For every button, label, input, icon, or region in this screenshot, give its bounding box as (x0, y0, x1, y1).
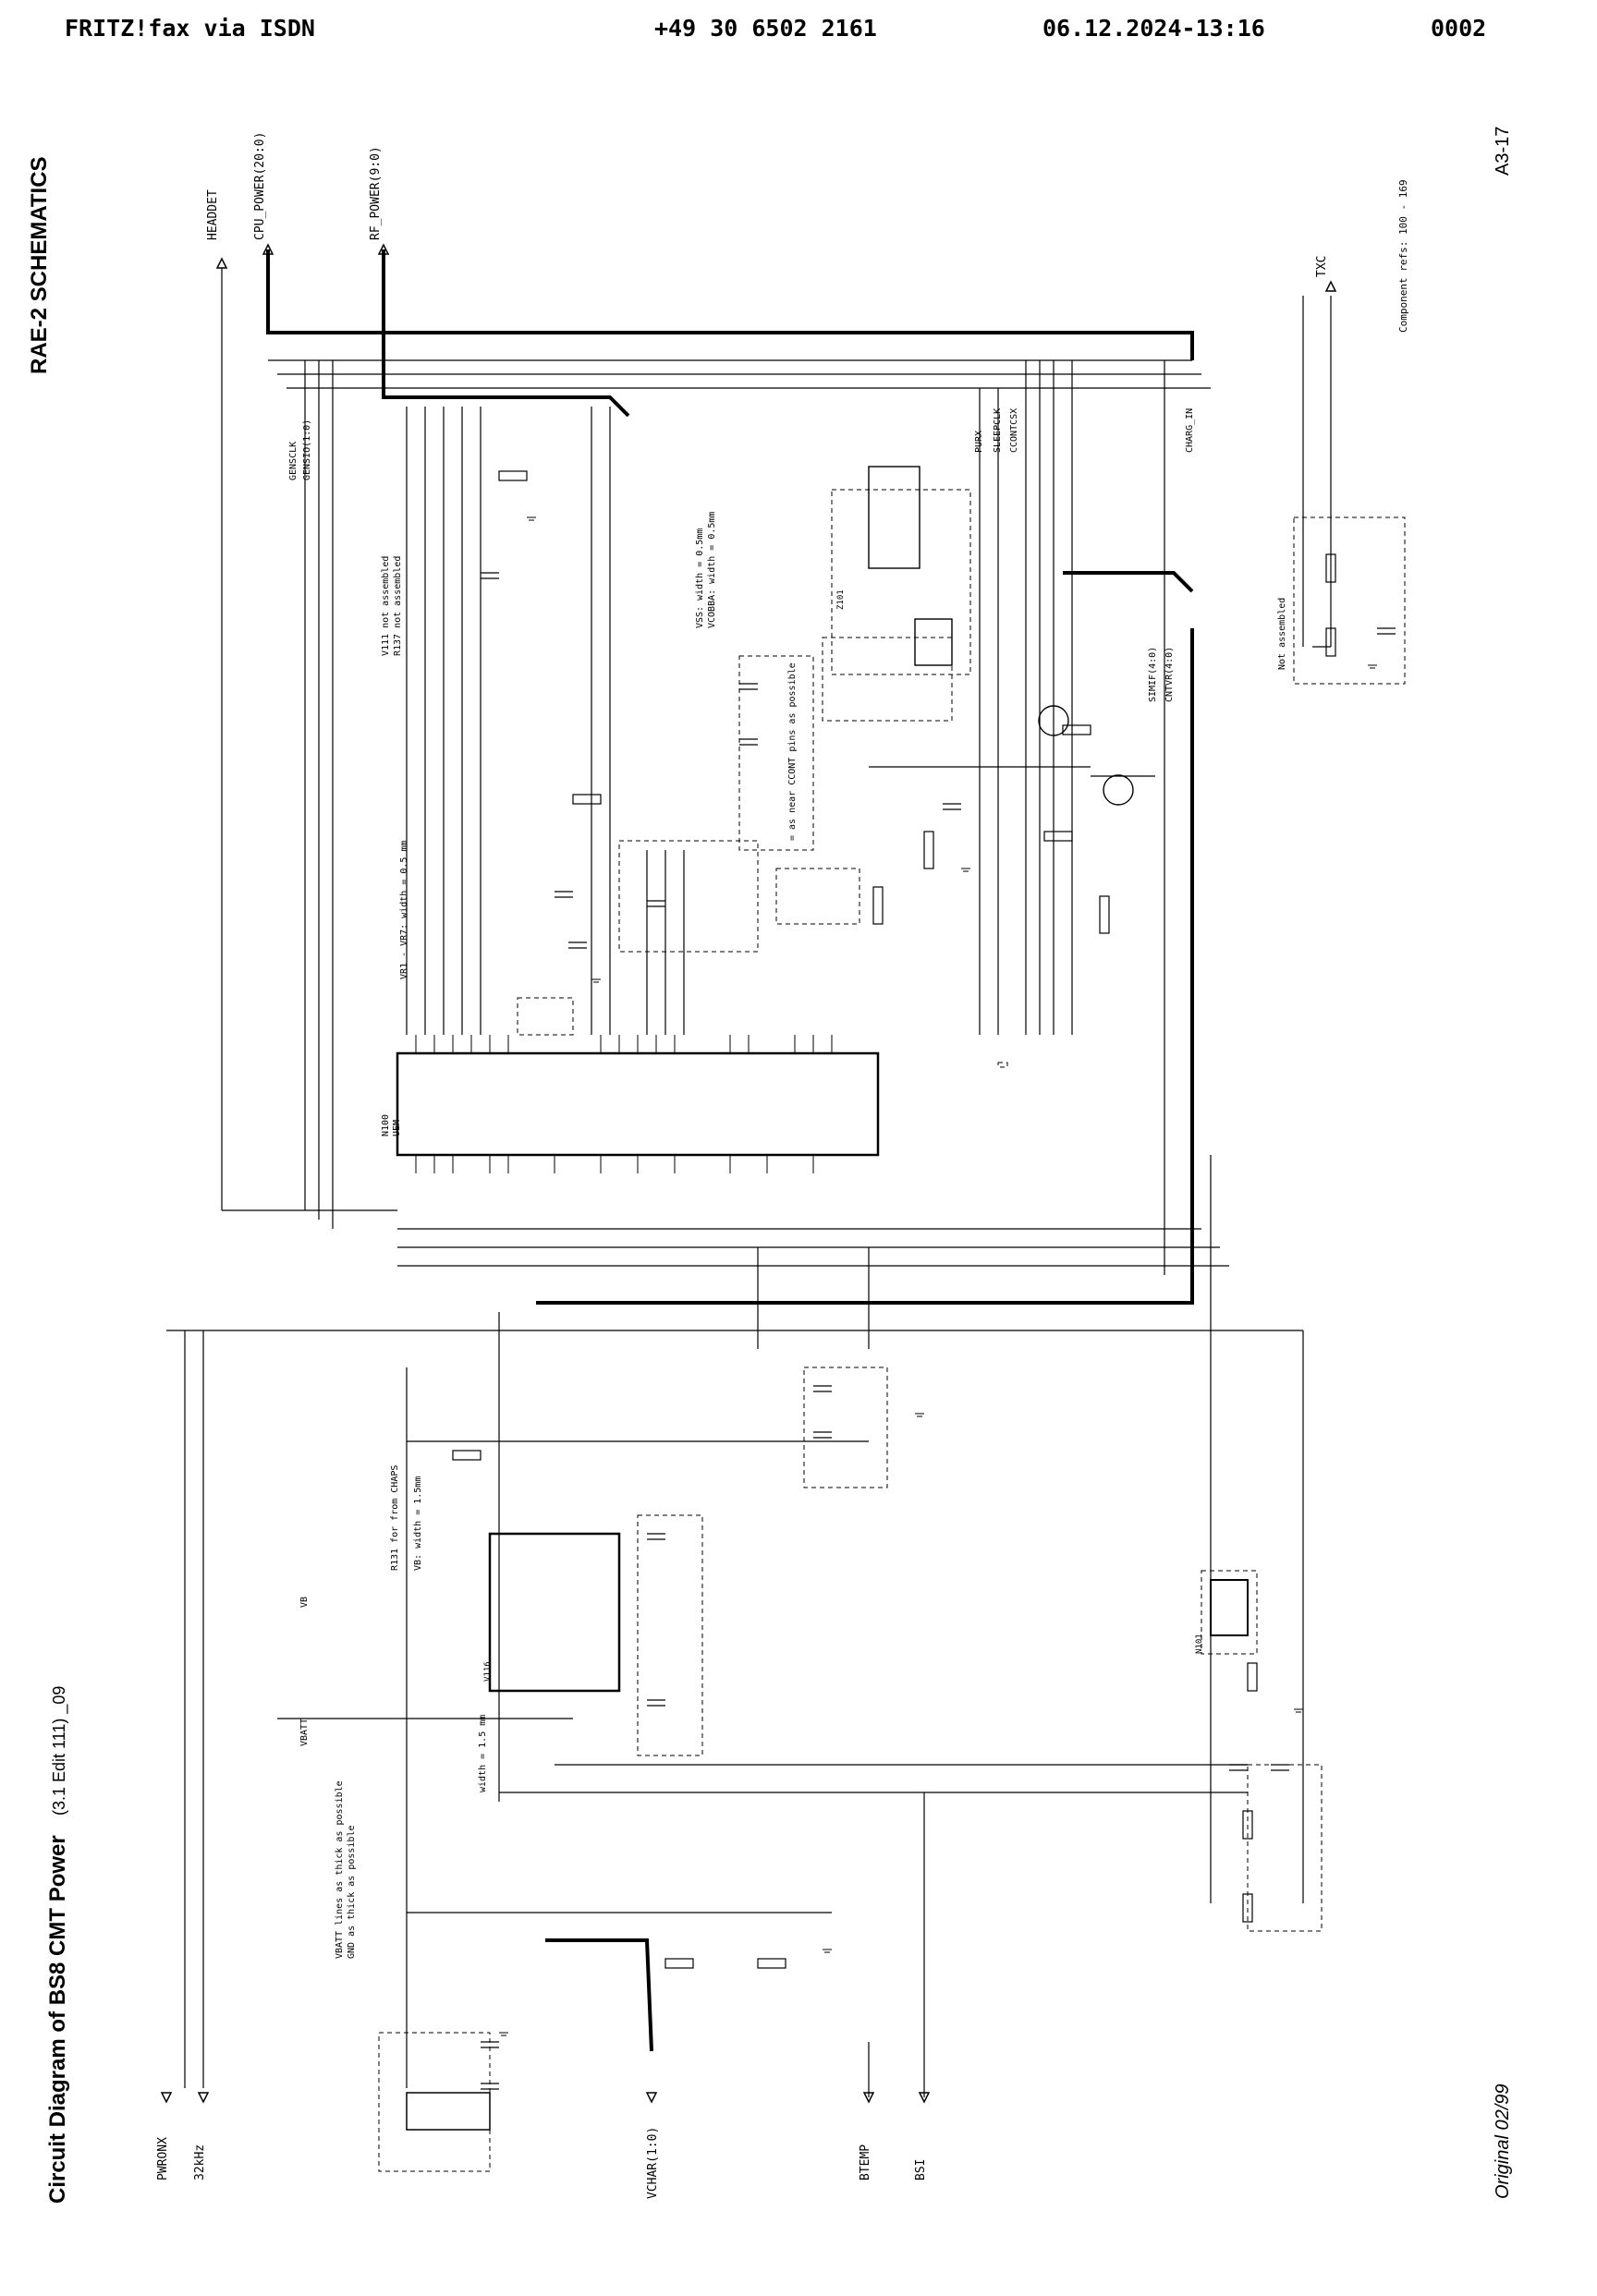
dashed-boxes (378, 489, 1406, 2172)
net-cntvr: CNTVR(4:0) (1164, 647, 1175, 702)
transistors (1038, 705, 1134, 806)
regulator-n101 (488, 1532, 621, 1693)
port-rf-power: RF_POWER(9:0) (369, 146, 383, 240)
net-gensclk: GENSCLK (288, 442, 299, 480)
net-lines (184, 268, 1332, 2097)
diagram-title: Circuit Diagram of BS8 CMT Power (45, 1835, 70, 2204)
note-near-ccont: = as near CCONT pins as possible (787, 662, 798, 841)
power-bus (266, 249, 1194, 2052)
net-lines-horizontal (166, 359, 1303, 1913)
part-x102-label: Z101 (836, 589, 846, 610)
note-vcobba: VCOBBA: width = 0.5mm (707, 512, 717, 628)
port-pwronx: PWRONX (156, 2137, 170, 2181)
part-v116-label: V116 (483, 1661, 493, 1682)
net-gensio: GENSIO(1:0) (302, 419, 312, 480)
part-n101-label: N101 (1195, 1634, 1204, 1654)
schematic-sheet: N100 UEM (27, 127, 1513, 2204)
gnd-symbols (499, 516, 1377, 2036)
net-vbatt: VBATT (299, 1719, 310, 1746)
fax-sender: FRITZ!fax via ISDN (65, 15, 315, 42)
fax-number: +49 30 6502 2161 (654, 15, 877, 42)
note-vb: VB: width = 1.5mm (413, 1476, 423, 1571)
note-vss: VSS: width = 0.5mm (695, 528, 705, 628)
chip-part: UEM (392, 1120, 402, 1136)
chip-n100: N100 UEM (381, 1035, 880, 1173)
note-width: width = 1.5 mm (478, 1715, 488, 1792)
chip-ref: N100 (381, 1114, 391, 1136)
net-charg-in: CHARG_IN (1185, 408, 1195, 453)
port-btemp: BTEMP (859, 2144, 872, 2181)
note-vr-width: VR1 - VR7: width = 0.5 mm (399, 840, 409, 979)
note-not-assembled: Not assembled (1277, 598, 1287, 670)
page-code: A3-17 (1493, 127, 1513, 176)
port-headdet: HEADDET (206, 189, 220, 240)
manual-title: RAE-2 SCHEMATICS (27, 156, 52, 374)
note-vbatt-lines: VBATT lines as thick as possible (335, 1780, 345, 1959)
net-sleepclk: SLEEPCLK (993, 408, 1003, 453)
components (452, 470, 1396, 2090)
port-symbols (160, 243, 1337, 2104)
fax-header: FRITZ!fax via ISDN +49 30 6502 2161 06.1… (0, 0, 1597, 55)
note-v111: V111 not assembled (381, 556, 391, 656)
net-vb: VB (299, 1597, 310, 1608)
connector-x102 (406, 2092, 491, 2131)
net-purx: PURX (974, 431, 984, 453)
fax-page: 0002 (1431, 15, 1487, 42)
note-gnd-lines: GND as thick as possible (347, 1826, 357, 1960)
fax-datetime: 06.12.2024-13:16 (1042, 15, 1265, 42)
component-refs: Component refs: 100 - 169 (1397, 179, 1409, 333)
net-simif: SIMIF(4:0) (1148, 647, 1158, 702)
port-bsi: BSI (914, 2159, 928, 2181)
original-date: Original 02/99 (1493, 2083, 1513, 2199)
note-r131: R131 for from CHAPS (390, 1465, 400, 1571)
port-32khz: 32kHz (193, 2144, 207, 2181)
port-vchar: VCHAR(1:0) (646, 2127, 660, 2199)
net-ccontcsx: CCONTCSX (1009, 408, 1019, 453)
diagram-edition: (3.1 Edit 111) _09 (50, 1686, 69, 1816)
port-txc: TXC (1315, 256, 1329, 277)
port-cpu-power: CPU_POWER(20:0) (253, 132, 267, 240)
diode-array (868, 466, 953, 666)
switch-block (1210, 1579, 1249, 1636)
note-r137: R137 not assembled (393, 556, 403, 656)
